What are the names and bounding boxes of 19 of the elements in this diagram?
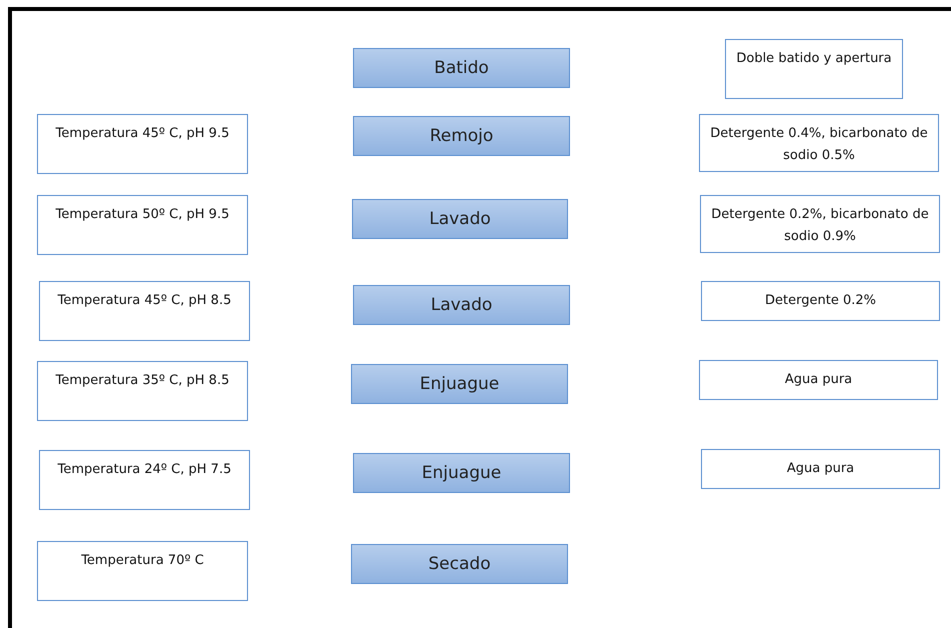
condition-box: Temperatura 45º C, pH 9.5 xyxy=(37,114,248,174)
process-step-box: Batido xyxy=(353,48,570,88)
process-step-box: Enjuague xyxy=(353,453,570,493)
condition-box: Agua pura xyxy=(701,449,940,489)
condition-box: Detergente 0.2% xyxy=(701,281,940,321)
condition-box: Temperatura 35º C, pH 8.5 xyxy=(37,361,248,421)
process-step-box: Enjuague xyxy=(351,364,568,404)
condition-box: Detergente 0.4%, bicarbonato de sodio 0.5% xyxy=(699,114,939,172)
condition-box: Temperatura 50º C, pH 9.5 xyxy=(37,195,248,255)
process-step-box: Remojo xyxy=(353,116,570,156)
condition-box: Doble batido y apertura xyxy=(725,39,903,99)
process-step-box: Lavado xyxy=(352,199,568,239)
condition-box: Detergente 0.2%, bicarbonato de sodio 0.9% xyxy=(700,195,940,253)
condition-box: Temperatura 24º C, pH 7.5 xyxy=(39,450,250,510)
process-step-box: Secado xyxy=(351,544,568,584)
condition-box: Agua pura xyxy=(699,360,938,400)
condition-box: Temperatura 70º C xyxy=(37,541,248,601)
process-step-box: Lavado xyxy=(353,285,570,325)
condition-box: Temperatura 45º C, pH 8.5 xyxy=(39,281,250,341)
